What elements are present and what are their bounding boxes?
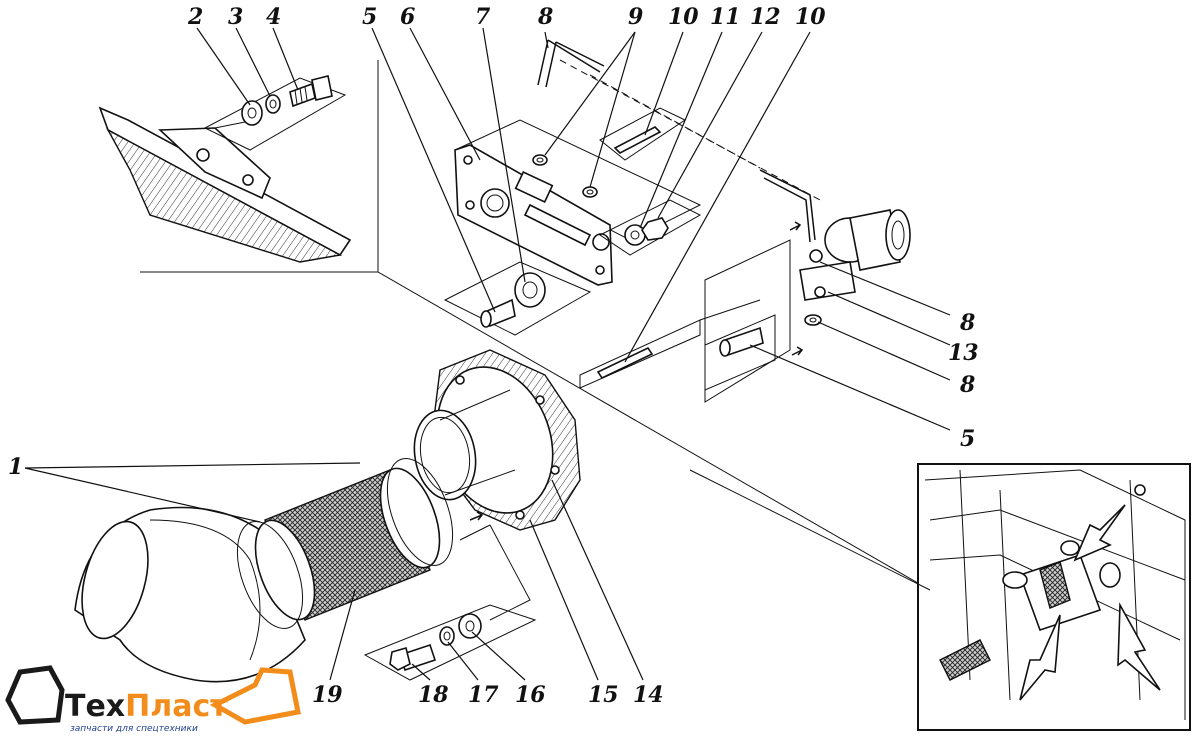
label-5-top: 5 xyxy=(362,4,377,30)
label-12: 12 xyxy=(750,4,781,30)
bolt-set-bottom xyxy=(363,604,537,681)
actuator-assembly xyxy=(759,169,911,301)
label-17: 17 xyxy=(468,682,499,708)
construction-lines xyxy=(140,59,931,591)
label-19: 19 xyxy=(312,682,343,708)
hose-corrugated-19 xyxy=(254,467,441,621)
label-14: 14 xyxy=(633,682,664,708)
cover-plate xyxy=(98,106,352,263)
logo-text-part1: Тех xyxy=(65,689,125,724)
label-15: 15 xyxy=(588,682,619,708)
label-16: 16 xyxy=(515,682,546,708)
part-labels: 2 3 4 5 6 7 8 9 10 11 12 10 8 13 8 5 1 1… xyxy=(8,4,979,708)
techplast-logo: ТехПласт запчасти для спецтехники xyxy=(5,665,301,734)
label-10-top: 10 xyxy=(668,4,699,30)
logo-text-part2: Пласт xyxy=(125,689,228,724)
label-8-right-upper: 8 xyxy=(959,310,975,336)
label-6: 6 xyxy=(400,4,415,30)
hose-clamps-1 xyxy=(236,458,454,629)
logo-tagline: запчасти для спецтехники xyxy=(70,724,198,734)
bolt-5-frame-right xyxy=(579,239,791,403)
leader-lines xyxy=(24,27,951,681)
washer-11-nut-12 xyxy=(599,199,702,256)
svg-text:ТехПласт: ТехПласт xyxy=(65,689,228,724)
connection-lines xyxy=(459,299,761,621)
bolt-5-washer-7 xyxy=(443,261,592,336)
inset-view xyxy=(917,463,1191,731)
inset-leader xyxy=(689,469,931,591)
label-8-top: 8 xyxy=(537,4,553,30)
mounting-bracket xyxy=(453,119,702,286)
label-1: 1 xyxy=(8,454,23,480)
label-4: 4 xyxy=(266,4,281,30)
logo-excavator-icon xyxy=(209,667,301,725)
label-8-right-lower: 8 xyxy=(959,372,975,398)
label-9: 9 xyxy=(628,4,643,30)
rod-8-top xyxy=(537,39,605,88)
label-13: 13 xyxy=(948,340,979,366)
washer-8-right xyxy=(804,314,822,326)
label-7: 7 xyxy=(475,4,491,30)
bolt-set-top-left xyxy=(203,75,347,151)
logo-left-machine-icon xyxy=(5,665,65,725)
assembly-arrows xyxy=(469,221,804,521)
clamp-ring-15 xyxy=(413,389,516,501)
label-2: 2 xyxy=(187,4,203,30)
label-5-right: 5 xyxy=(960,426,975,452)
label-18: 18 xyxy=(418,682,449,708)
label-3: 3 xyxy=(228,4,243,30)
label-11: 11 xyxy=(710,4,741,30)
label-10-second: 10 xyxy=(795,4,826,30)
